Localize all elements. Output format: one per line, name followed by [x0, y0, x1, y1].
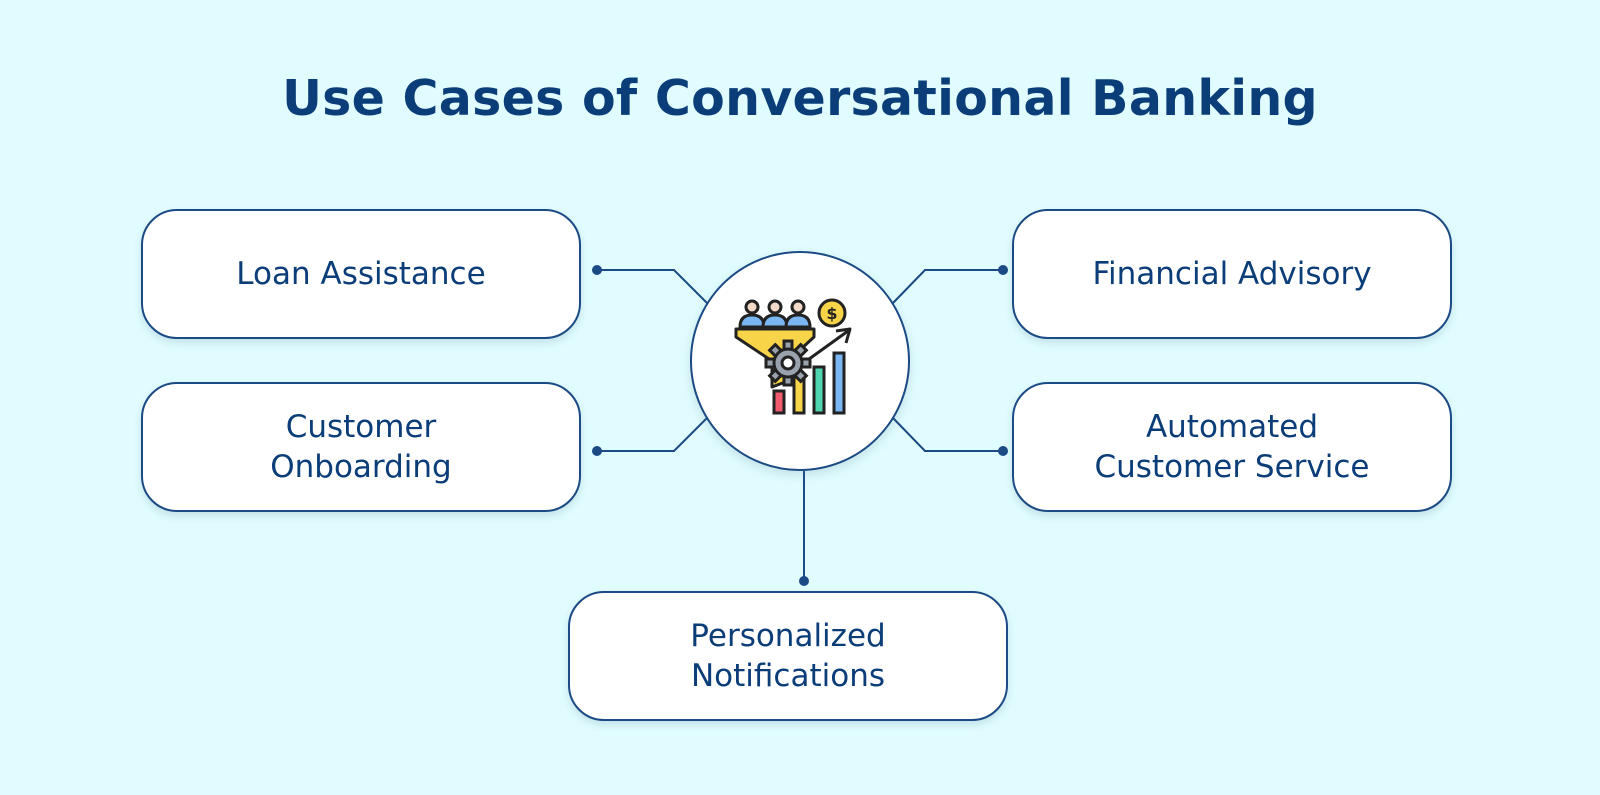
use-case-financial-advisory: Financial Advisory [1012, 209, 1452, 339]
use-case-label: Personalized Notifications [690, 618, 886, 694]
use-case-loan-assistance: Loan Assistance [141, 209, 581, 339]
use-case-label: Loan Assistance [236, 256, 486, 292]
use-case-customer-onboarding: Customer Onboarding [141, 382, 581, 512]
svg-text:$: $ [826, 304, 837, 323]
center-hub: $ [690, 251, 910, 471]
connector-advisory [892, 269, 1003, 304]
use-case-automated-customer-service: Automated Customer Service [1012, 382, 1452, 512]
connector-dot-notifications [799, 576, 809, 586]
use-case-label: Customer Onboarding [270, 409, 452, 485]
use-case-label: Automated Customer Service [1094, 409, 1370, 485]
connector-dot-advisory [998, 265, 1008, 275]
connector-dot-loan [592, 265, 602, 275]
use-case-label: Financial Advisory [1092, 256, 1372, 292]
use-case-personalized-notifications: Personalized Notifications [568, 591, 1008, 721]
connector-onboarding [597, 417, 708, 452]
connector-service [892, 417, 1003, 452]
diagram-title: Use Cases of Conversational Banking [282, 70, 1318, 127]
connector-dot-onboarding [592, 446, 602, 456]
connector-dot-service [998, 446, 1008, 456]
sales-funnel-growth-icon: $ [734, 298, 852, 415]
connector-loan [597, 269, 708, 304]
